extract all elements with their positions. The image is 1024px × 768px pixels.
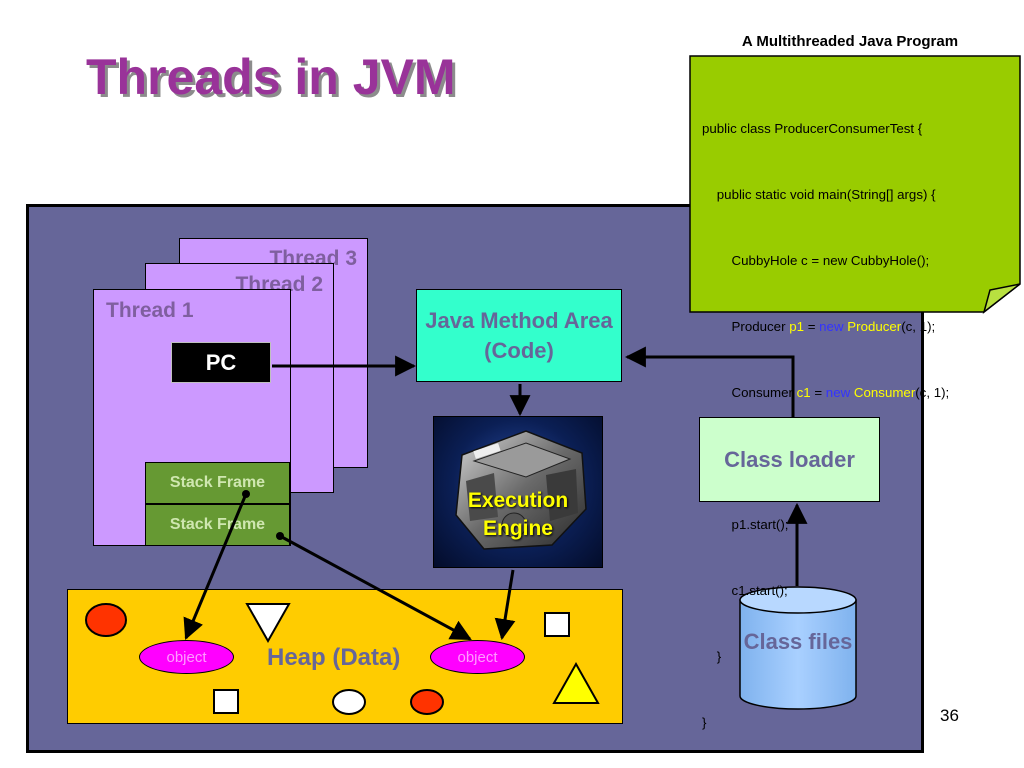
code-line-8: c1.start(); <box>702 583 788 598</box>
heap-white-circle <box>332 689 366 715</box>
frame2-to-object-arrow <box>279 534 472 641</box>
heap-white-square-1 <box>544 612 570 637</box>
code-line-7: p1.start(); <box>702 517 789 532</box>
heap-object-1: object <box>139 640 234 674</box>
heap-white-square-2 <box>213 689 239 714</box>
stack-frame-1: Stack Frame <box>145 462 290 504</box>
heap-object-2: object <box>430 640 525 674</box>
heap-red-circle-2 <box>410 689 444 715</box>
code-line-1: public class ProducerConsumerTest { <box>702 121 923 136</box>
heap-yellow-triangle <box>552 661 600 704</box>
code-line-10: } <box>702 715 707 730</box>
heap-white-triangle <box>245 603 291 644</box>
code-line-2: public static void main(String[] args) { <box>702 187 936 202</box>
code-line-6: ​ <box>702 448 949 470</box>
class-files-cylinder <box>739 586 857 710</box>
slide-title: Threads in JVM <box>86 49 456 105</box>
class-files-label: Class files <box>743 629 853 654</box>
stack-frame-2: Stack Frame <box>145 504 290 546</box>
page-number: 36 <box>940 706 959 725</box>
frame1-pointer-dot <box>242 490 250 498</box>
class-loader: Class loader <box>699 417 880 502</box>
code-line-5: Consumer c1 = new Consumer(c, 1); <box>702 385 950 400</box>
code-line-9: } <box>702 649 722 664</box>
program-caption: A Multithreaded Java Program <box>741 33 959 50</box>
java-method-area: Java Method Area (Code) <box>416 289 622 382</box>
code-line-4: Producer p1 = new Producer(c, 1); <box>702 319 936 334</box>
thread-1-label: Thread 1 <box>106 299 194 322</box>
execution-engine-label: Execution Engine <box>467 489 569 540</box>
code-listing: public class ProducerConsumerTest { publ… <box>702 74 949 756</box>
heap-label: Heap (Data) <box>267 644 401 671</box>
code-line-3: CubbyHole c = new CubbyHole(); <box>702 253 930 268</box>
code-note-fold <box>982 283 1021 314</box>
loader-to-method-arrow <box>624 346 795 417</box>
engine-to-object-arrow <box>494 569 516 641</box>
engine-image <box>455 430 587 550</box>
heap-red-circle-1 <box>85 603 127 637</box>
frame1-to-object-arrow <box>183 493 248 640</box>
frame2-pointer-dot <box>276 532 284 540</box>
program-counter: PC <box>171 342 271 383</box>
execution-engine: Execution Engine <box>433 416 603 568</box>
